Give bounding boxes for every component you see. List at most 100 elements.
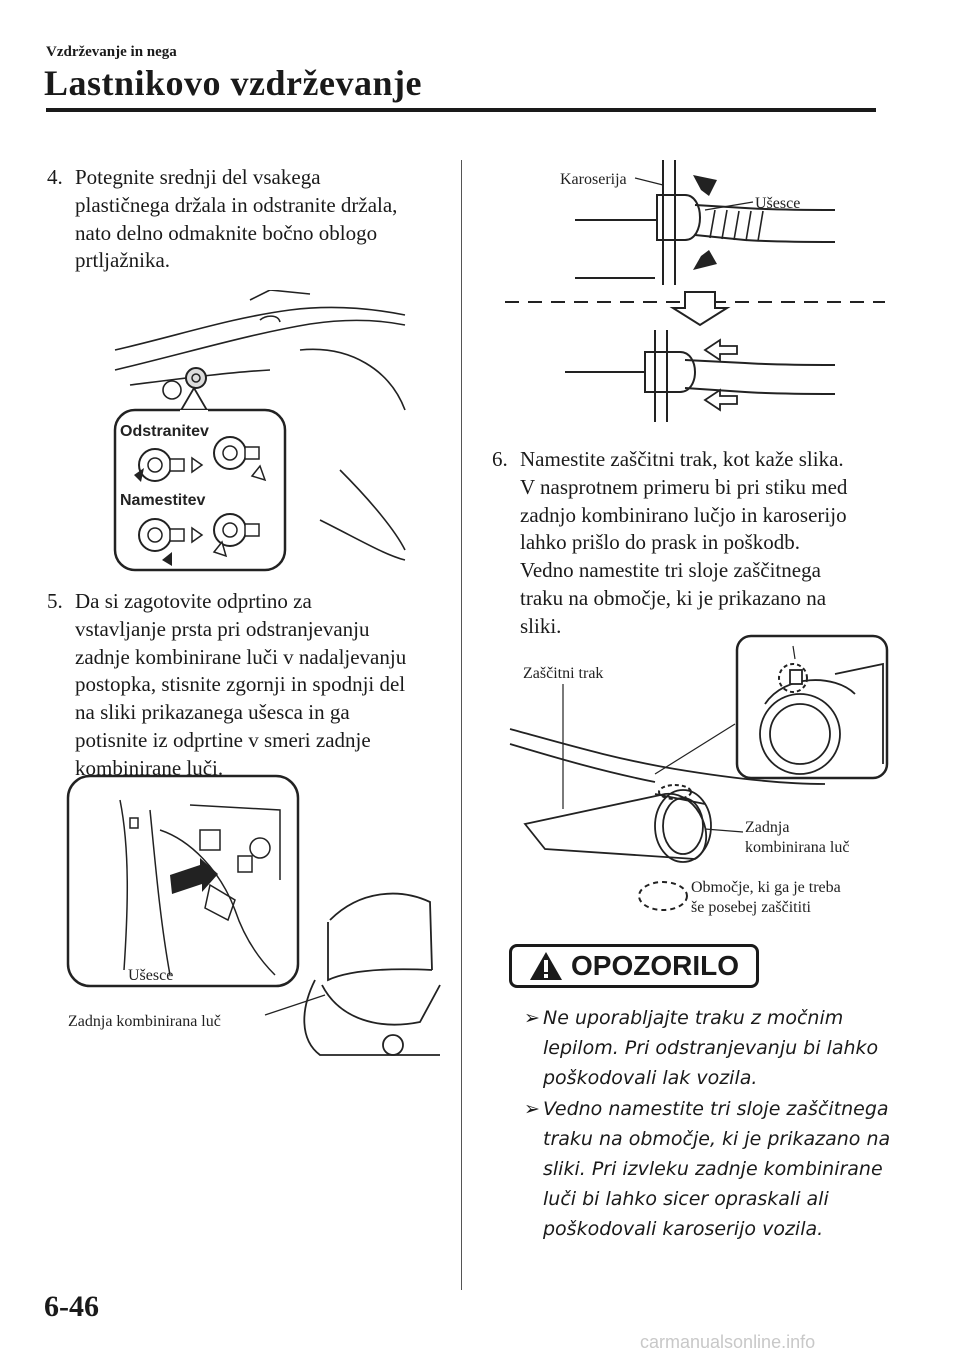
warning-bullet: ➢ Vedno namestite tri sloje zaščitnega t… (524, 1094, 904, 1246)
body-line (249, 290, 311, 301)
lamp-label: Zadnja kombinirana luč (68, 1013, 221, 1030)
step-line: postopka, stisnite zgornji in spodnji de… (75, 672, 406, 697)
leader-line (704, 201, 754, 211)
step-line: vstavljanje prsta pri odstranjevanju (75, 616, 370, 641)
lamp-lens (654, 789, 712, 863)
trim-edge (684, 387, 836, 395)
body-line (509, 728, 826, 785)
pull-arrow-icon (250, 464, 267, 482)
clip-position-icon (185, 367, 207, 389)
bullet-line: traku na območje, ki je prikazano na (543, 1128, 891, 1150)
next-arrow-icon (191, 526, 204, 544)
push-arrow-icon (212, 540, 228, 558)
step-line: zadnje kombinirane luči v nadaljevanju (75, 644, 407, 669)
column-divider (461, 160, 462, 1290)
tape-strip (789, 669, 803, 685)
trim-edge (694, 204, 836, 211)
step-line: Vedno namestite tri sloje zaščitnega (520, 558, 821, 583)
lamp-housing (759, 693, 841, 775)
step-line: Potegnite srednji del vsakega (75, 165, 321, 189)
step-line: zadnjo kombinirano lučjo in karoserijo (520, 502, 847, 527)
cable-line (159, 829, 276, 976)
clip-icon (138, 448, 172, 482)
warning-bullet: ➢ Ne uporabljajte traku z močnim lepilom… (524, 1003, 904, 1095)
bullet-line: lepilom. Pri odstranjevanju bi lahko (543, 1037, 879, 1059)
bullet-line: poškodovali karoserijo vozila. (543, 1218, 824, 1240)
hatch-line (733, 210, 740, 241)
step-number: 4. (47, 165, 63, 189)
bullet-line: Vedno namestite tri sloje zaščitnega (543, 1098, 889, 1120)
clip-icon (138, 518, 172, 552)
lamp-edge (834, 662, 884, 764)
hatch-line (757, 210, 764, 242)
cable-line (149, 809, 171, 976)
push-arrow-icon (170, 858, 218, 894)
trim-edge (684, 359, 836, 366)
cable-line (119, 799, 129, 971)
tab-part (204, 883, 236, 922)
step-6: 6. Namestite zaščitni trak, kot kaže sli… (492, 446, 897, 641)
area-label-line: še posebej zaščititi (691, 899, 812, 916)
protect-area-marker (658, 784, 692, 800)
page-number: 6-46 (44, 1290, 99, 1323)
warning-icon (530, 952, 562, 980)
trunk-opening (321, 984, 441, 1026)
install-label: Namestitev (120, 492, 205, 509)
clip-icon (169, 528, 185, 542)
step-line: sliki. (520, 613, 562, 638)
legend-area-icon (638, 881, 688, 911)
push-arrow-icon (703, 338, 738, 362)
lamp-detail (382, 1034, 404, 1056)
clip-install-row (138, 513, 260, 566)
hatch-line (721, 209, 728, 240)
clip-remove-row (134, 436, 267, 482)
body-label: Karoserija (560, 171, 627, 188)
step-text: Da si zagotovite odprtino za vstavljanje… (75, 588, 406, 783)
tab-shape (644, 351, 696, 393)
leader-line (654, 723, 736, 775)
body-line (299, 348, 406, 411)
body-line (339, 469, 406, 551)
clip-icon (213, 513, 247, 547)
tab-label: Ušesce (128, 967, 173, 984)
bracket (199, 829, 221, 851)
trim-clip-illustration: Odstranitev Namestitev (113, 290, 406, 572)
lamp-edge (764, 679, 856, 705)
lamp-lens (662, 797, 704, 855)
trunk-lid (329, 892, 433, 971)
clip-detail (129, 817, 139, 829)
step-line: Namestite zaščitni trak, kot kaže slika. (520, 447, 844, 471)
bullet-arrow-icon: ➢ (524, 1007, 540, 1029)
lamp-housing (769, 703, 831, 765)
step-line: na sliki prikazanega ušesca in ga (75, 700, 350, 725)
lamp-body (523, 793, 708, 860)
body-line (319, 519, 406, 561)
body-line (114, 306, 406, 351)
bullet-line: poškodovali lak vozila. (543, 1067, 758, 1089)
leader-line (264, 994, 326, 1016)
callout-pointer (178, 386, 210, 413)
step-line: traku na območje, ki je prikazano na (520, 585, 827, 610)
tab-detail-illustration: Karoserija Ušesce (505, 160, 885, 422)
push-arrow-icon (162, 552, 172, 566)
leader-line (704, 828, 744, 833)
trunk-lid (327, 922, 433, 982)
pull-arrow-icon (134, 468, 144, 482)
step-text: Potegnite srednji del vsakega plastičneg… (75, 164, 397, 275)
body-line (509, 743, 656, 783)
warning-title: OPOZORILO (571, 950, 739, 981)
section-label: Vzdrževanje in nega (46, 44, 177, 60)
trim-edge (694, 234, 836, 243)
tape-label: Zaščitni trak (523, 665, 603, 682)
step-number: 5. (47, 589, 63, 613)
step-line: Da si zagotovite odprtino za (75, 589, 312, 613)
push-arrow-icon (703, 388, 738, 412)
lamp-label-line: Zadnja (745, 819, 789, 836)
leader-line (792, 645, 796, 660)
area-label-line: Območje, ki ga je treba (691, 879, 841, 896)
tape-illustration: Zaščitni trak Zadnja kombinirana luč Obm… (509, 634, 889, 916)
lamp-label-line: kombinirana luč (745, 839, 849, 856)
clip-icon (169, 458, 185, 472)
leader-line (634, 177, 664, 186)
step-number: 6. (492, 447, 508, 471)
